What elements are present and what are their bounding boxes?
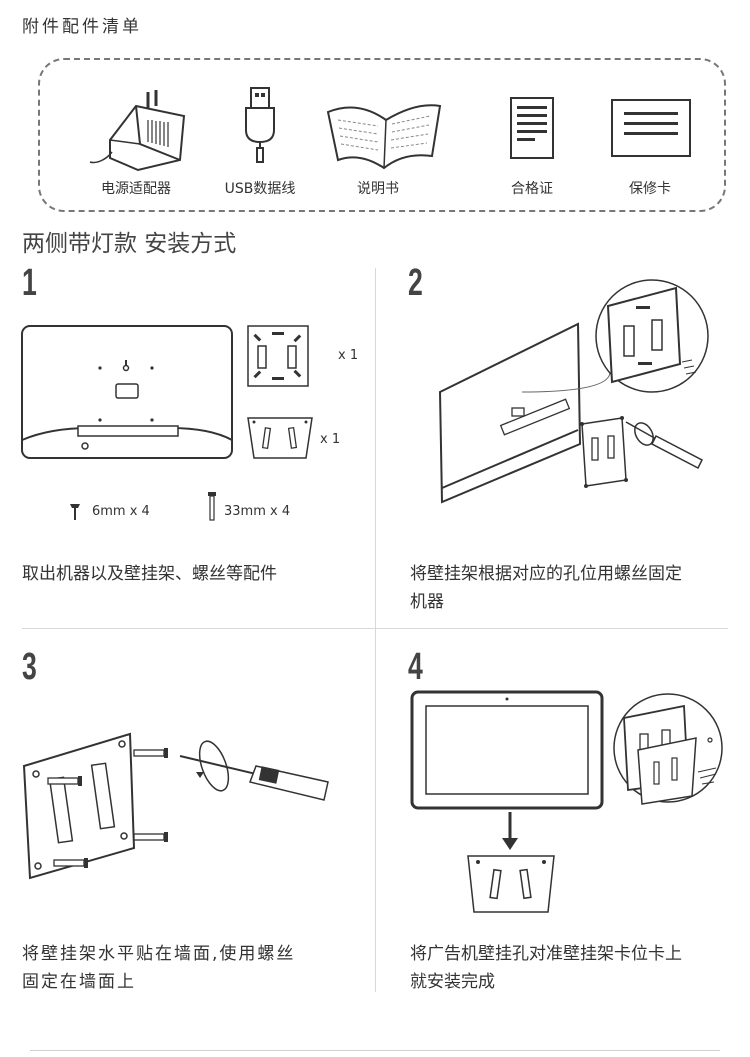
step-4-text-line2: 就安装完成 (410, 972, 495, 992)
bracket-large-qty: x 1 (338, 348, 359, 363)
accessory-power-adapter: 电源适配器 (76, 60, 196, 210)
step-1-number: 1 (22, 262, 37, 304)
screw-long-label: 33mm x 4 (224, 504, 291, 519)
manual-icon (326, 104, 442, 170)
bracket-small-qty: x 1 (320, 432, 341, 447)
step-3-number: 3 (22, 646, 37, 688)
screw-short-label: 6mm x 4 (92, 504, 150, 519)
step-3-illustration (22, 732, 329, 880)
step-3-text-line1: 将壁挂架水平贴在墙面,使用螺丝 (22, 944, 296, 964)
footer-divider (30, 1050, 720, 1051)
accessory-label: 合格证 (511, 181, 553, 197)
step-2-illustration (438, 279, 709, 504)
step-2-text-line1: 将壁挂架根据对应的孔位用螺丝固定 (410, 564, 682, 584)
power-adapter-icon (89, 90, 186, 172)
usb-cable-icon (245, 87, 275, 163)
accessory-label: USB数据线 (224, 181, 296, 197)
step-2-text-line2: 机器 (410, 592, 444, 612)
accessory-certificate: 合格证 (472, 60, 592, 210)
accessory-label: 保修卡 (629, 181, 671, 197)
step-1-illustration (21, 325, 313, 521)
warranty-card-icon (611, 99, 691, 157)
accessory-label: 电源适配器 (101, 181, 171, 197)
accessory-usb-cable: USB数据线 (200, 60, 320, 210)
install-title: 两侧带灯款 安装方式 (22, 231, 237, 257)
step-3-text-line2: 固定在墙面上 (22, 972, 136, 992)
accessory-manual: 说明书 (324, 60, 444, 210)
accessory-label: 说明书 (357, 181, 399, 197)
accessories-title: 附件配件清单 (22, 17, 142, 37)
accessory-warranty-card: 保修卡 (590, 60, 710, 210)
step-1-text: 取出机器以及壁挂架、螺丝等配件 (22, 564, 277, 584)
step-4-text-line1: 将广告机壁挂孔对准壁挂架卡位卡上 (410, 944, 682, 964)
certificate-icon (510, 97, 554, 159)
step-divider-horizontal (22, 628, 728, 629)
step-4-number: 4 (408, 646, 423, 688)
step-divider-vertical (375, 268, 376, 992)
accessories-list: 电源适配器 USB数据线 说明书 (38, 58, 726, 212)
step-2-number: 2 (408, 262, 423, 304)
step-4-illustration (410, 690, 723, 913)
